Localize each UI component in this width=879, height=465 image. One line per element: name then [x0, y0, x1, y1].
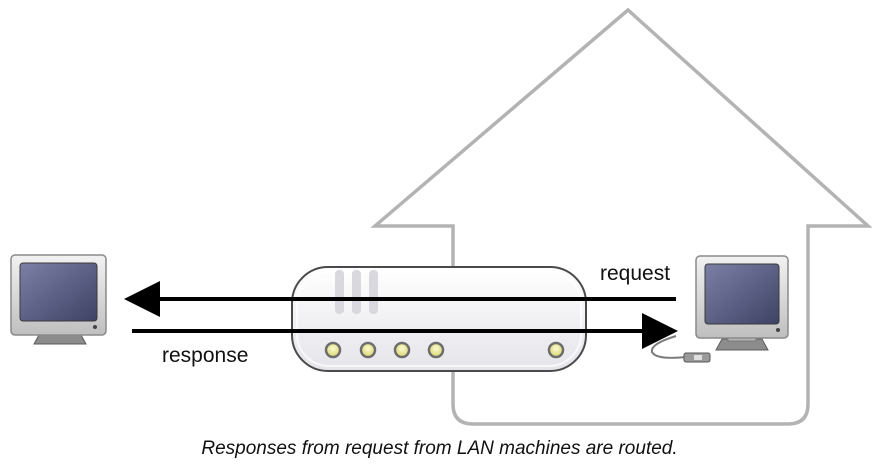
network-cable-icon [650, 335, 711, 363]
response-label: response [162, 344, 249, 367]
router-led [427, 341, 445, 359]
router-led [359, 341, 377, 359]
house-icon [370, 7, 873, 426]
router-vent [352, 270, 361, 314]
local-computer-icon [695, 255, 789, 351]
diagram-caption: Responses from request from LAN machines… [201, 438, 678, 459]
router-icon [291, 266, 587, 372]
router-vent [369, 270, 378, 314]
request-arrow [124, 281, 676, 317]
response-arrow [132, 313, 678, 349]
remote-computer-icon [10, 254, 107, 345]
router-led [547, 341, 565, 359]
router-led [393, 341, 411, 359]
router-vent [335, 270, 344, 314]
router-led [324, 341, 342, 359]
request-label: request [600, 262, 671, 285]
